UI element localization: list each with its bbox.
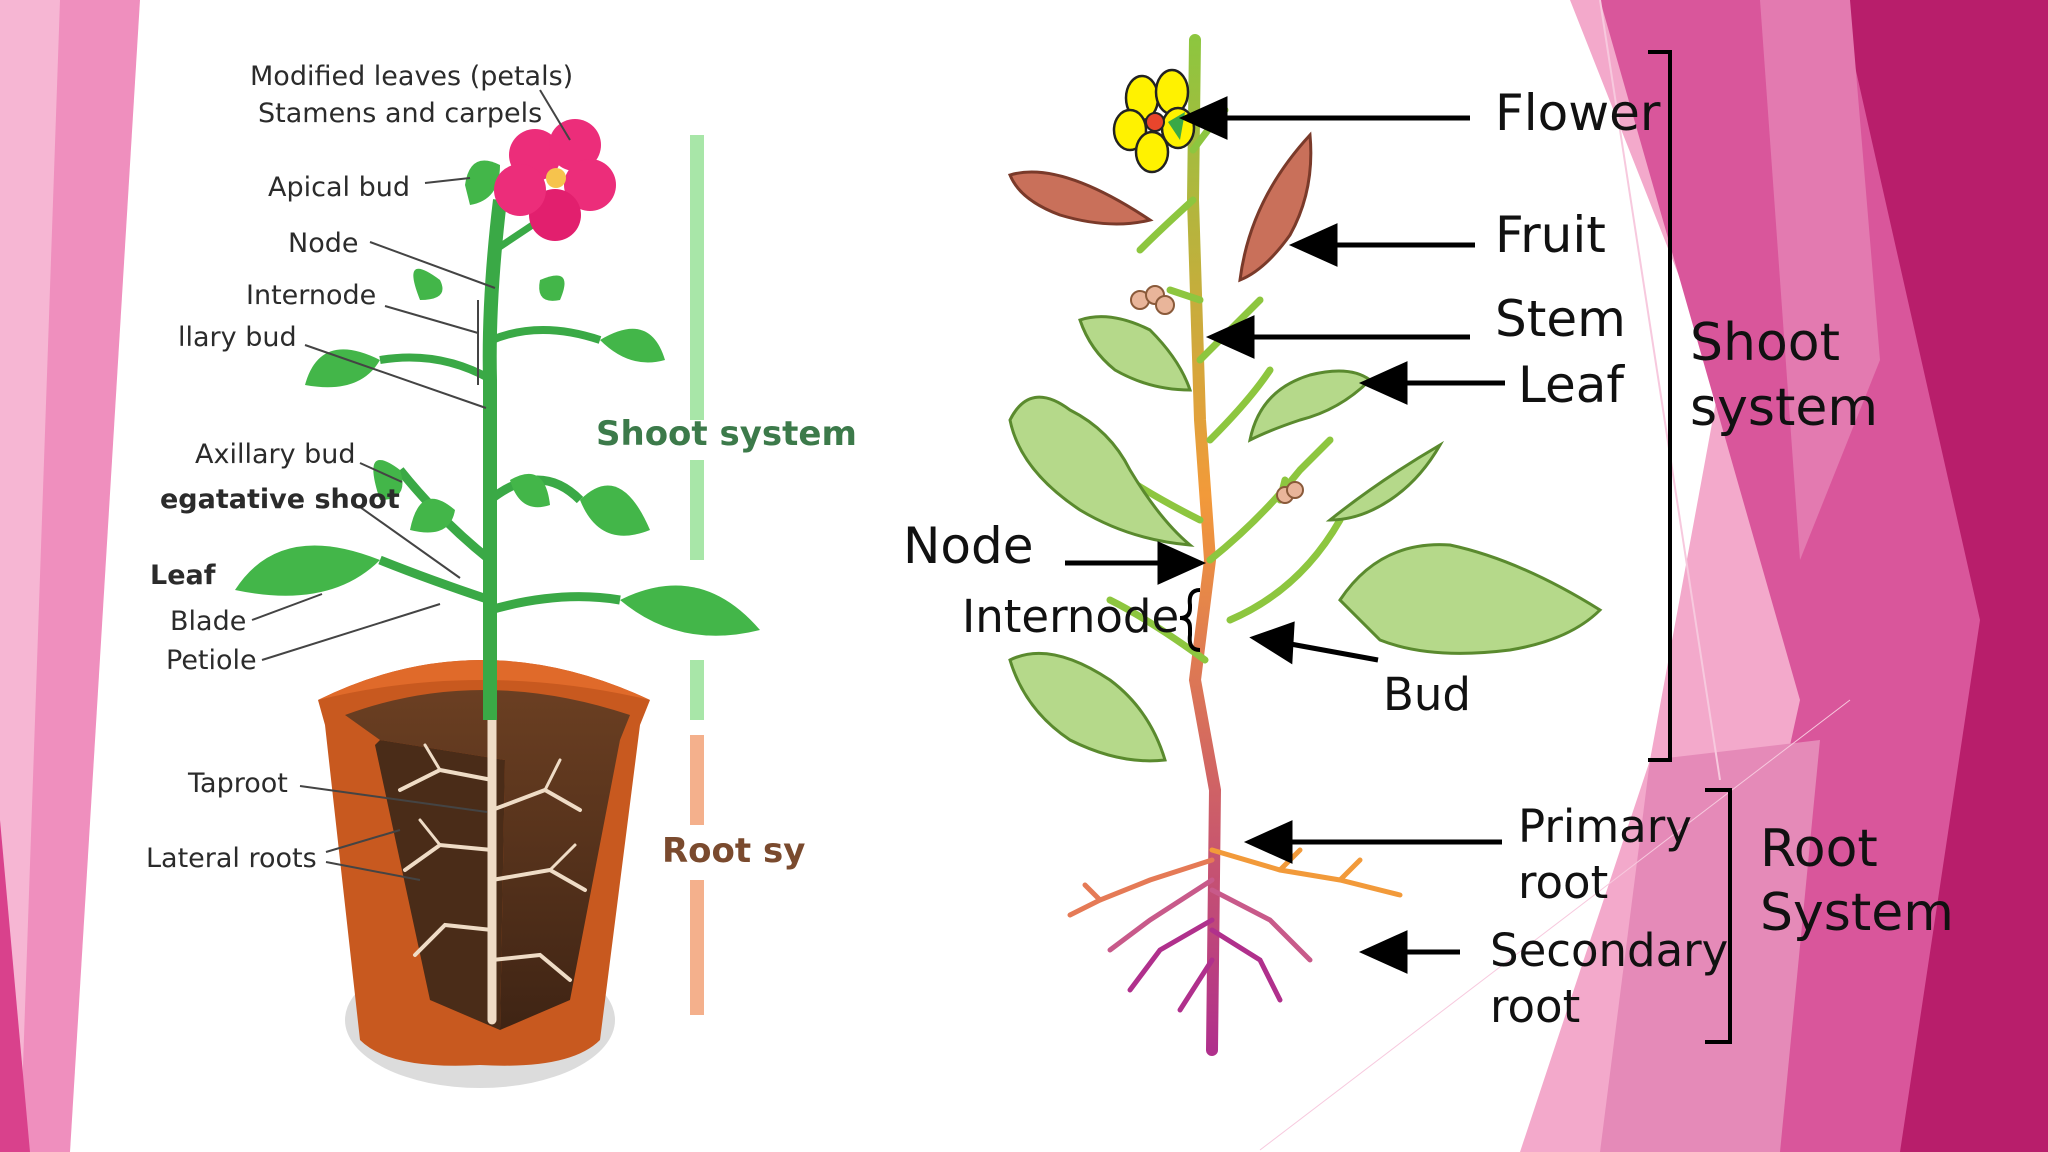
left-leader-lines <box>251 89 571 881</box>
label-axillary-bud-top: llary bud <box>178 322 297 353</box>
label-shoot-system-right-line1: Shoot <box>1690 313 1840 373</box>
label-petiole: Petiole <box>166 645 257 676</box>
right-roots <box>1067 847 1403 1013</box>
label-flower: Flower <box>1495 84 1661 142</box>
shoot-system-bar-bottom <box>690 660 704 720</box>
label-secondary-root-line1: Secondary <box>1490 924 1728 977</box>
label-lateral-roots: Lateral roots <box>146 843 317 874</box>
label-internode-left: Internode <box>246 280 376 311</box>
label-bud: Bud <box>1383 668 1471 721</box>
label-stem: Stem <box>1495 290 1626 348</box>
label-node-left: Node <box>288 228 358 259</box>
label-blade: Blade <box>170 606 246 637</box>
root-system-bar-top <box>690 735 704 825</box>
label-leaf-right: Leaf <box>1518 356 1625 414</box>
label-root-system-right-line1: Root <box>1760 819 1878 879</box>
soil <box>345 690 630 1030</box>
label-node-right: Node <box>903 517 1034 575</box>
label-shoot-system-right-line2: system <box>1690 378 1878 438</box>
right-plant-diagram: Flower Fruit Stem Leaf Node Internode Bu… <box>903 34 1954 1056</box>
label-internode-right: Internode <box>962 590 1179 643</box>
label-secondary-root-line2: root <box>1490 980 1580 1033</box>
left-flower <box>494 119 616 241</box>
shoot-system-bar-top <box>690 135 704 420</box>
right-arrows <box>1065 96 1505 974</box>
right-leaves <box>1008 315 1603 763</box>
left-plant-diagram: Modified leaves (petals) Stamens and car… <box>146 61 857 1088</box>
root-system-bracket <box>1705 788 1732 1044</box>
label-root-system-left: Root sy <box>662 831 805 871</box>
label-root-system-right-line2: System <box>1760 883 1954 943</box>
label-leaf-left: Leaf <box>150 560 216 591</box>
label-stamens-carpels: Stamens and carpels <box>258 98 542 129</box>
shoot-system-bar-mid <box>690 460 704 560</box>
label-vegetative-shoot: egatative shoot <box>160 484 400 515</box>
label-primary-root-line1: Primary <box>1518 800 1692 853</box>
label-shoot-system-left: Shoot system <box>596 414 857 454</box>
label-taproot: Taproot <box>187 768 288 799</box>
right-buds <box>1130 285 1304 504</box>
label-modified-leaves: Modified leaves (petals) <box>250 61 573 92</box>
right-fruits <box>1007 131 1313 283</box>
label-primary-root-line2: root <box>1518 856 1608 909</box>
label-apical-bud: Apical bud <box>268 172 410 203</box>
root-system-bar-bottom <box>690 880 704 1015</box>
left-leaves <box>235 160 760 636</box>
taproot-system <box>398 715 587 1025</box>
label-axillary-bud: Axillary bud <box>195 439 356 470</box>
label-fruit: Fruit <box>1495 206 1606 264</box>
internode-brace <box>1179 588 1201 652</box>
shoot-system-bracket <box>1648 50 1672 762</box>
right-flower <box>1112 68 1196 174</box>
